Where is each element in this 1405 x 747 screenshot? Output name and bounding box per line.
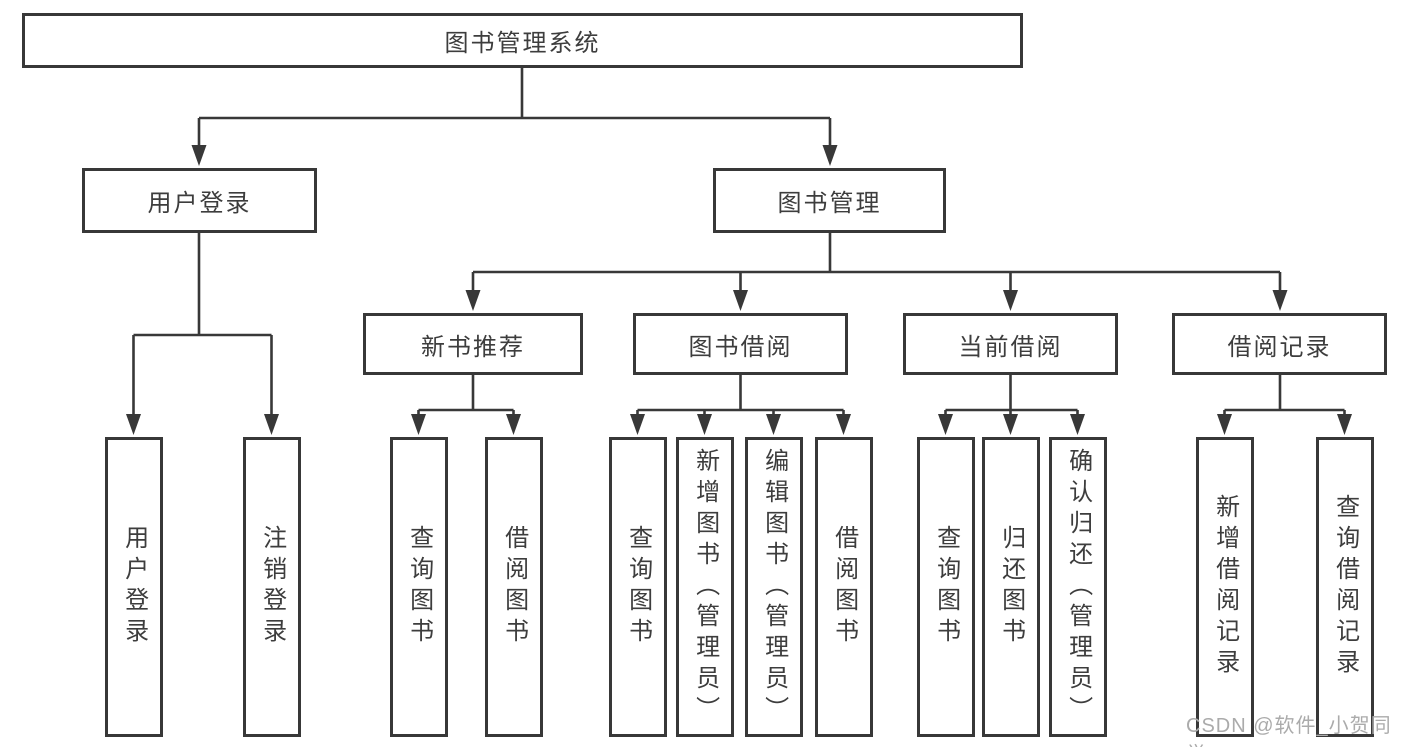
node-library-system: 图书管理系统 — [22, 13, 1023, 68]
node-book-management: 图书管理 — [713, 168, 946, 233]
leaf-label: 新增借阅记录 — [1211, 494, 1239, 680]
leaf-label: 归还图书 — [997, 525, 1025, 649]
leaf-label: 查询借阅记录 — [1331, 494, 1359, 680]
leaf-query-books-current: 查询图书 — [917, 437, 975, 737]
leaf-label: 用户登录 — [120, 525, 148, 649]
arrowhead-icons — [126, 145, 1352, 435]
leaf-borrow-books-recommend: 借阅图书 — [485, 437, 543, 737]
leaf-query-books-borrowing: 查询图书 — [609, 437, 667, 737]
leaf-confirm-return-admin: 确认归还（管理员） — [1049, 437, 1107, 737]
leaf-query-borrow-record: 查询借阅记录 — [1316, 437, 1374, 737]
leaf-label: 查询图书 — [932, 525, 960, 649]
leaf-query-books-recommend: 查询图书 — [390, 437, 448, 737]
leaf-label: 查询图书 — [405, 525, 433, 649]
node-current-borrowing: 当前借阅 — [903, 313, 1118, 375]
leaf-label: 借阅图书 — [500, 525, 528, 649]
node-new-book-recommend: 新书推荐 — [363, 313, 583, 375]
node-book-borrowing: 图书借阅 — [633, 313, 848, 375]
leaf-label: 查询图书 — [624, 525, 652, 649]
leaf-label: 注销登录 — [258, 525, 286, 649]
node-borrowing-records: 借阅记录 — [1172, 313, 1387, 375]
leaf-logout: 注销登录 — [243, 437, 301, 737]
leaf-add-book-admin: 新增图书（管理员） — [676, 437, 734, 737]
leaf-edit-book-admin: 编辑图书（管理员） — [745, 437, 803, 737]
node-user-login: 用户登录 — [82, 168, 317, 233]
leaf-borrow-books: 借阅图书 — [815, 437, 873, 737]
csdn-watermark: CSDN @软件_小贺同学 — [1186, 715, 1392, 747]
leaf-add-borrow-record: 新增借阅记录 — [1196, 437, 1254, 737]
leaf-label: 新增图书（管理员） — [691, 447, 719, 727]
leaf-label: 确认归还（管理员） — [1064, 447, 1092, 727]
leaf-label: 借阅图书 — [830, 525, 858, 649]
leaf-user-login: 用户登录 — [105, 437, 163, 737]
leaf-label: 编辑图书（管理员） — [760, 447, 788, 727]
leaf-return-books: 归还图书 — [982, 437, 1040, 737]
